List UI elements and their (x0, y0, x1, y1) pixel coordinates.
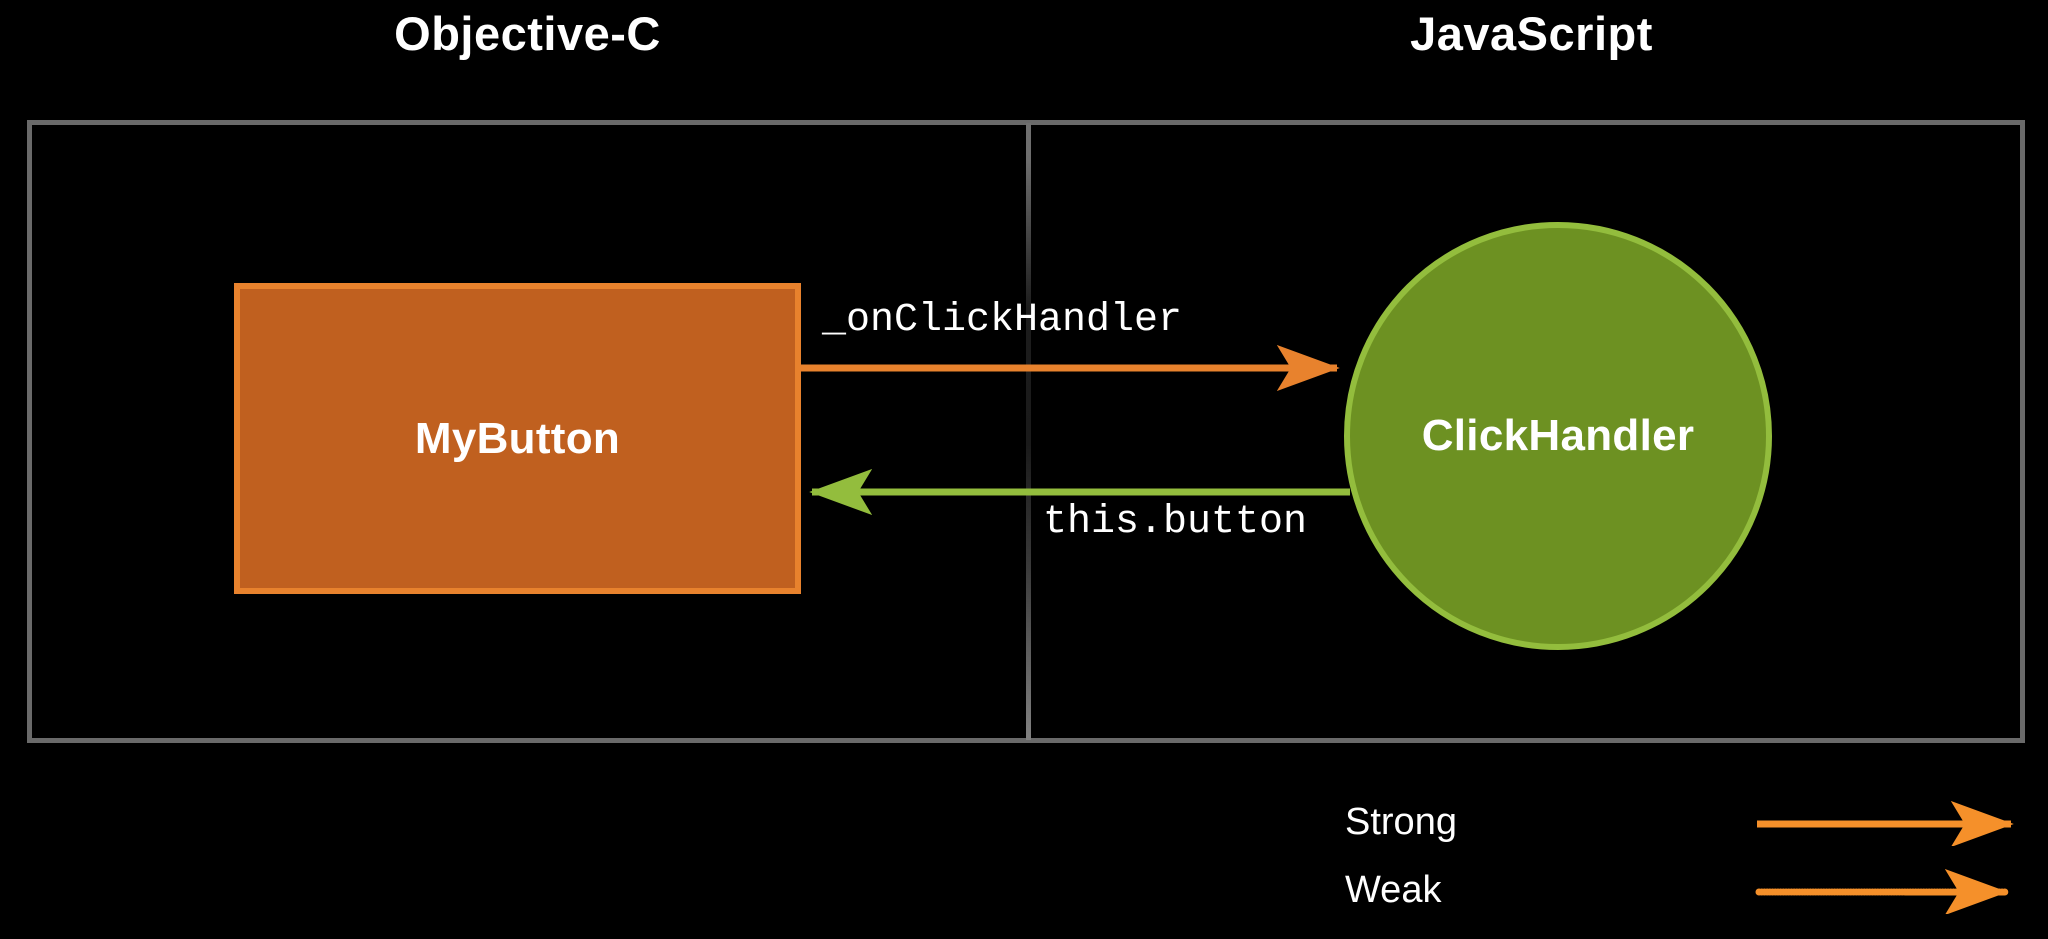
legend-item-strong: Strong (1345, 800, 2035, 852)
edge-label-onclickhandler: _onClickHandler (822, 298, 1183, 343)
node-mybutton-label: MyButton (414, 413, 621, 463)
legend-label-strong: Strong (1345, 801, 1457, 843)
column-title-javascript: JavaScript (1410, 7, 1653, 60)
legend-arrow-solid-icon (1757, 800, 2014, 846)
edge-label-thisbutton: this.button (1043, 500, 1308, 545)
legend-item-weak: Weak (1345, 868, 2035, 920)
legend-arrow-dotted-icon (1755, 868, 2009, 914)
legend-label-weak: Weak (1345, 869, 1442, 911)
node-clickhandler[interactable]: ClickHandler (1344, 222, 1772, 650)
node-mybutton[interactable]: MyButton (234, 283, 801, 594)
legend: Strong Weak (1345, 800, 2035, 920)
column-title-objective-c: Objective-C (394, 7, 661, 60)
node-clickhandler-label: ClickHandler (1421, 411, 1695, 460)
panel-divider (1026, 123, 1031, 740)
